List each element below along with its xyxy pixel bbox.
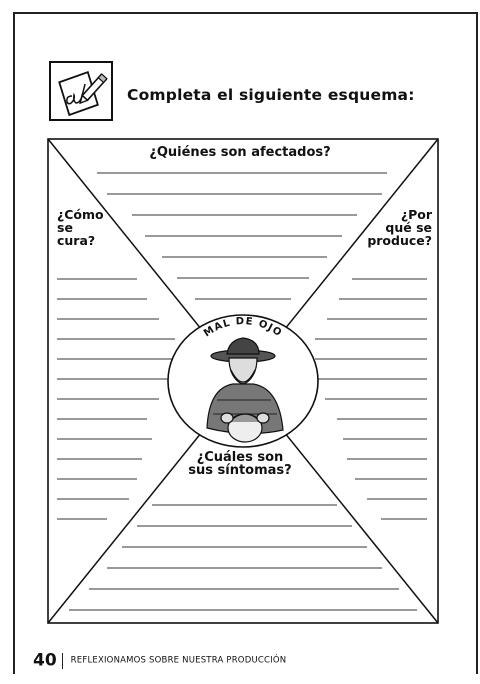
page-number: 40 [33,650,57,671]
question-who-affected: ¿Quiénes son afectados? [149,145,331,160]
question-how-cured: ¿Cómo se cura? [57,207,104,248]
page-footer: 40 REFLEXIONAMOS SOBRE NUESTRA PRODUCCIÓN [33,650,286,671]
question-why-produced: ¿Por qué se produce? [367,207,432,248]
footer-divider [61,652,63,669]
answer-lines [57,172,427,611]
question-symptoms: ¿Cuáles son sus síntomas? [188,450,292,478]
diagram-frame: MAL DE OJO [47,138,439,624]
healer-with-child-illustration [206,337,284,443]
page-border [13,12,478,674]
instruction-text: Completa el siguiente esquema: [127,86,415,104]
writing-pencil-icon [49,61,113,121]
section-title: REFLEXIONAMOS SOBRE NUESTRA PRODUCCIÓN [70,655,287,666]
